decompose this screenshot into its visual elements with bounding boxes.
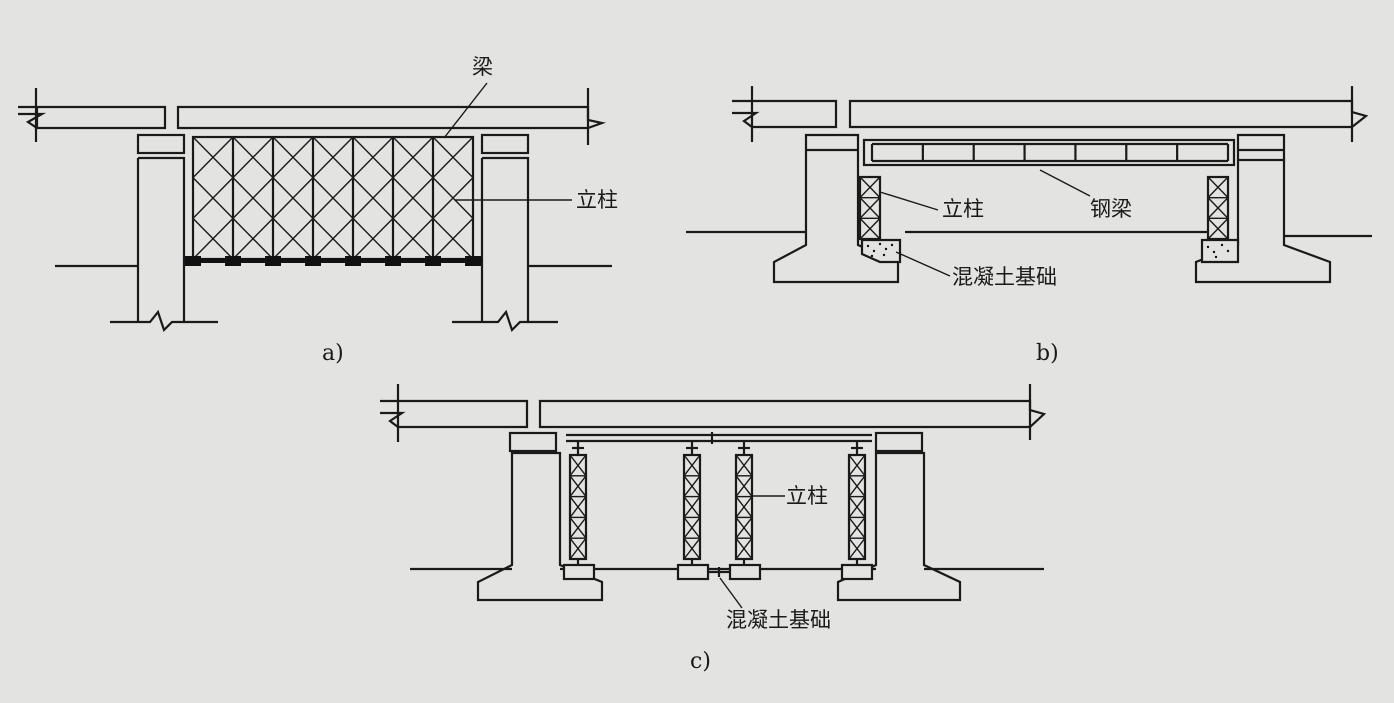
- scaffold-brace: [272, 177, 314, 219]
- foot-pad: [425, 256, 441, 266]
- aggregate-dot: [872, 249, 876, 253]
- scaffold-brace: [352, 136, 394, 179]
- aggregate-dot: [1226, 249, 1230, 253]
- panel-b: 立柱 钢梁 混凝土基础 b): [686, 86, 1372, 366]
- panel-a-beam-label: 梁: [472, 55, 493, 79]
- panel-b-column-leader: [879, 191, 939, 211]
- column-c-1: [682, 453, 702, 561]
- panel-c: 立柱 混凝土基础 c): [380, 384, 1047, 674]
- panel-b-deck-left: [732, 99, 838, 129]
- scaffold-brace: [232, 136, 274, 179]
- foot-pad: [305, 256, 321, 266]
- scaffold-brace: [352, 217, 394, 260]
- scaffold-brace: [392, 136, 434, 179]
- panel-a-foot-pads: [185, 256, 481, 266]
- panel-c-foundation-label: 混凝土基础: [726, 608, 831, 632]
- scaffold-brace: [232, 177, 274, 219]
- foot-pad: [465, 256, 481, 266]
- panel-b-columns: [858, 175, 1230, 241]
- panel-a-column-label: 立柱: [576, 188, 618, 212]
- aggregate-dot: [884, 247, 888, 251]
- panel-c-top-beam: [566, 432, 872, 444]
- aggregate-dot: [1206, 245, 1210, 249]
- panel-c-column-label: 立柱: [786, 484, 828, 508]
- column-left: [858, 175, 882, 241]
- panel-c-abutment-left: [476, 431, 604, 602]
- foot-pad: [185, 256, 201, 266]
- panel-c-foundations: [562, 563, 874, 581]
- panel-a-beam-leader: [443, 82, 488, 139]
- scaffold-brace: [432, 177, 474, 219]
- panel-a-caption: a): [322, 341, 344, 366]
- column-c-3: [847, 453, 867, 561]
- panel-b-foundation-leader: [895, 251, 951, 277]
- panel-a-deck-left: [18, 105, 167, 130]
- panel-b-deck-right: [848, 99, 1369, 129]
- panel-c-columns: [568, 441, 867, 565]
- scaffold-brace: [312, 177, 354, 219]
- panel-b-steel-beam-label: 钢梁: [1090, 197, 1132, 221]
- aggregate-dot: [1214, 255, 1218, 259]
- panel-b-foundation-label: 混凝土基础: [952, 265, 1057, 289]
- foot-pad: [225, 256, 241, 266]
- foot-pad: [265, 256, 281, 266]
- scaffold-brace: [272, 136, 314, 179]
- aggregate-dot: [882, 253, 886, 257]
- scaffold-brace: [192, 177, 234, 219]
- panel-a: 梁 立柱 a): [18, 55, 618, 366]
- panel-a-deck-right: [176, 105, 607, 130]
- scaffold-brace: [432, 136, 474, 179]
- panel-b-foundations: [860, 238, 1240, 264]
- panel-b-caption: b): [1036, 341, 1059, 366]
- panel-c-caption: c): [690, 649, 711, 674]
- panel-c-deck-left: [380, 399, 529, 429]
- aggregate-dot: [866, 244, 870, 248]
- panel-a-base-plate: [186, 258, 482, 263]
- scaffold-brace: [192, 136, 234, 179]
- scaffold-brace: [352, 177, 394, 219]
- panel-b-abutment-left: [772, 133, 900, 284]
- aggregate-dot: [1220, 243, 1224, 247]
- scaffold-brace: [392, 177, 434, 219]
- panel-b-steel-beam: [862, 138, 1236, 167]
- column-right: [1206, 175, 1230, 241]
- foot-pad: [385, 256, 401, 266]
- panel-b-column-label: 立柱: [942, 197, 984, 221]
- aggregate-dot: [878, 242, 882, 246]
- scaffold-brace: [232, 217, 274, 260]
- aggregate-dot: [890, 243, 894, 247]
- foot-pad: [345, 256, 361, 266]
- panel-a-scaffold-columns: [191, 135, 475, 261]
- aggregate-dot: [870, 254, 874, 258]
- column-c-0: [568, 453, 588, 561]
- scaffold-brace: [432, 217, 474, 260]
- panel-a-pier-left: [110, 133, 218, 333]
- column-c-2: [734, 453, 754, 561]
- panel-c-foundation-leader: [719, 577, 743, 609]
- panel-a-pier-right: [452, 133, 558, 333]
- scaffold-brace: [272, 217, 314, 260]
- scaffold-brace: [312, 217, 354, 260]
- scaffold-brace: [312, 136, 354, 179]
- panel-c-deck-right: [538, 399, 1047, 429]
- scaffold-brace: [192, 217, 234, 260]
- panel-b-steel-beam-leader: [1039, 169, 1091, 197]
- aggregate-dot: [1212, 250, 1216, 254]
- scaffold-brace: [392, 217, 434, 260]
